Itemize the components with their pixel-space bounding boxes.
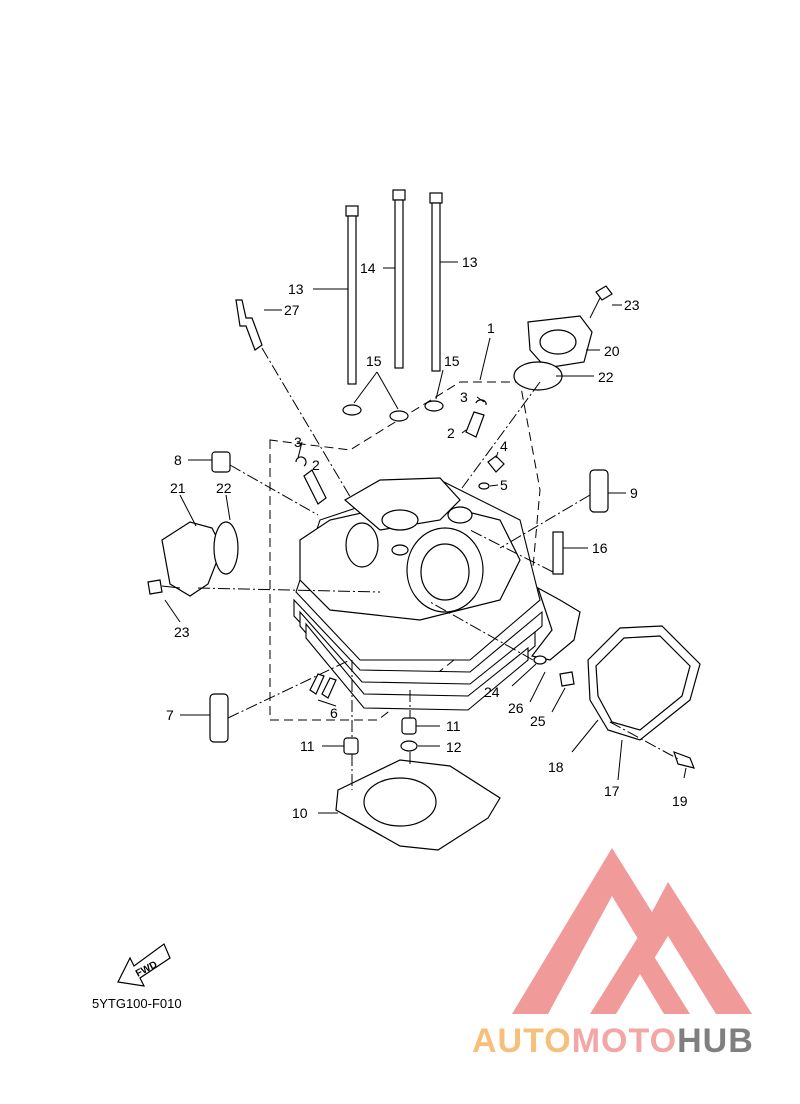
brand-part-moto: MOTO xyxy=(571,1022,678,1060)
callout-3: 3 xyxy=(460,389,468,405)
callout-1: 1 xyxy=(487,320,495,336)
callout-21: 21 xyxy=(170,480,186,496)
callout-9: 9 xyxy=(630,485,638,501)
side-gasket xyxy=(429,586,581,713)
brand-logo-icon xyxy=(512,848,752,1014)
callout-11: 11 xyxy=(446,718,461,734)
callout-6: 6 xyxy=(330,705,338,721)
callout-13: 13 xyxy=(462,254,478,270)
callout-15: 15 xyxy=(444,353,460,369)
dowels-and-studs xyxy=(180,451,626,743)
cylinder-head xyxy=(293,477,543,711)
subassembly-outline xyxy=(269,381,541,721)
callout-2: 2 xyxy=(312,457,320,473)
figure-code: 5YTG100-F010 xyxy=(92,996,182,1011)
brand-part-auto: AUTO xyxy=(472,1022,572,1060)
callout-22: 22 xyxy=(216,480,232,496)
callout-15: 15 xyxy=(366,353,382,369)
callout-27: 27 xyxy=(284,302,300,318)
side-cover xyxy=(571,625,701,781)
callout-16: 16 xyxy=(592,540,608,556)
intake-joint xyxy=(461,285,622,489)
callout-19: 19 xyxy=(672,793,688,809)
callout-25: 25 xyxy=(530,713,546,729)
callout-17: 17 xyxy=(604,783,620,799)
callout-10: 10 xyxy=(292,805,308,821)
callout-13: 13 xyxy=(288,281,304,297)
callout-26: 26 xyxy=(508,700,524,716)
callout-23: 23 xyxy=(174,624,190,640)
head-gasket xyxy=(318,660,501,851)
callout-22: 22 xyxy=(598,369,614,385)
cylinder-bolts xyxy=(313,189,458,385)
callout-18: 18 xyxy=(548,759,564,775)
fwd-arrow-icon: FWD xyxy=(117,943,171,987)
callout-7: 7 xyxy=(166,707,174,723)
callout-2: 2 xyxy=(447,425,455,441)
callout-4: 4 xyxy=(500,438,508,454)
callout-23: 23 xyxy=(624,297,640,313)
left-cover xyxy=(147,494,381,623)
callout-5: 5 xyxy=(500,477,508,493)
callout-24: 24 xyxy=(484,684,500,700)
spark-plug xyxy=(235,299,356,506)
callout-12: 12 xyxy=(446,739,462,755)
fwd-label: FWD xyxy=(134,959,159,979)
callout-11: 11 xyxy=(300,738,315,754)
brand-part-hub: HUB xyxy=(677,1022,754,1060)
callout-8: 8 xyxy=(174,452,182,468)
callout-labels: 1 2 2 3 3 4 5 6 7 8 9 10 11 11 12 13 13 … xyxy=(166,254,688,821)
valve-parts xyxy=(295,337,505,505)
callout-20: 20 xyxy=(604,343,620,359)
washers xyxy=(342,369,444,422)
brand-watermark: AUTOMOTOHUB xyxy=(472,1022,754,1061)
callout-3: 3 xyxy=(294,434,302,450)
callout-14: 14 xyxy=(360,260,376,276)
